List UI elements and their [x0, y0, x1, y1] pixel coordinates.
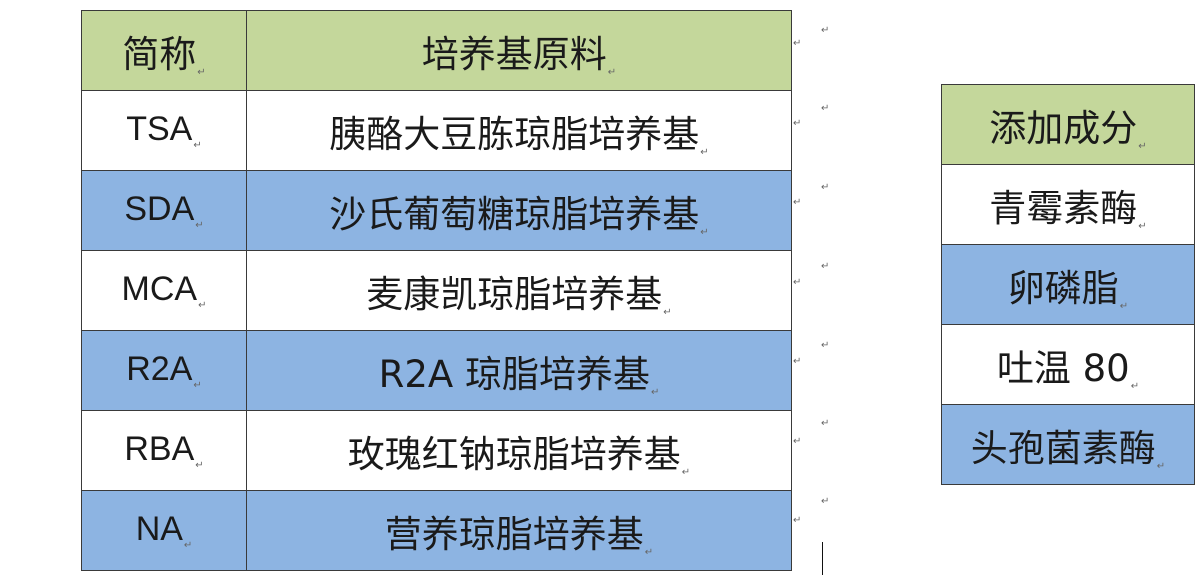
paragraph-mark: ↵: [821, 261, 830, 272]
abbr-cell[interactable]: SDA↵: [81, 170, 247, 251]
paragraph-mark: ↵: [821, 25, 830, 36]
cell-end-mark: ↵: [183, 540, 193, 551]
cell-end-mark: ↵: [663, 306, 672, 318]
header-additive: 添加成分: [989, 106, 1138, 150]
additive-name: 卵磷脂: [1007, 266, 1119, 310]
abbr-text: RBA: [124, 430, 195, 468]
additive-name: 头孢菌素酶: [970, 426, 1156, 470]
table-row: 青霉素酶↵: [941, 164, 1195, 245]
row-end-mark: ↵: [793, 197, 802, 208]
table-row: SDA↵ 沙氏葡萄糖琼脂培养基↵: [81, 170, 792, 251]
cell-end-mark: ↵: [193, 380, 202, 391]
cell-end-mark: ↵: [700, 146, 709, 158]
cell-end-mark: ↵: [195, 460, 204, 471]
cell-end-mark: ↵: [1138, 220, 1147, 232]
medium-name-cell[interactable]: 沙氏葡萄糖琼脂培养基↵: [246, 170, 792, 251]
table-row: 头孢菌素酶↵: [941, 404, 1195, 485]
row-end-mark: ↵: [793, 277, 802, 288]
cell-end-mark: ↵: [193, 140, 202, 151]
additive-table: 添加成分↵ 青霉素酶↵ 卵磷脂↵ 吐温 80↵ 头孢菌素酶↵: [941, 84, 1195, 485]
cell-end-mark: ↵: [700, 226, 709, 238]
additive-name: 吐温 80: [996, 346, 1130, 390]
row-end-mark: ↵: [793, 436, 802, 447]
abbr-text: SDA: [124, 190, 195, 228]
cell-end-mark: ↵: [1119, 300, 1129, 312]
header-materials: 培养基原料: [421, 32, 607, 76]
table-header-row: 简称↵ 培养基原料↵: [81, 10, 792, 91]
abbr-cell[interactable]: TSA↵: [81, 90, 247, 171]
abbr-cell[interactable]: MCA↵: [81, 250, 247, 331]
table-header-row: 添加成分↵: [941, 84, 1195, 165]
medium-name: 胰酪大豆胨琼脂培养基: [329, 112, 700, 156]
additive-name: 青霉素酶: [989, 186, 1138, 230]
cell-end-mark: ↵: [681, 466, 691, 478]
header-additive-cell[interactable]: 添加成分↵: [941, 84, 1195, 165]
cell-end-mark: ↵: [607, 66, 617, 78]
row-end-mark: ↵: [793, 38, 802, 49]
abbr-text: R2A: [126, 350, 193, 388]
medium-name-cell[interactable]: 玫瑰红钠琼脂培养基↵: [246, 410, 792, 491]
row-end-mark: ↵: [793, 118, 802, 129]
medium-name: R2A 琼脂培养基: [378, 352, 650, 396]
table-row: NA↵ 营养琼脂培养基↵: [81, 490, 792, 571]
additive-cell[interactable]: 吐温 80↵: [941, 324, 1195, 405]
abbr-text: NA: [135, 510, 183, 548]
medium-name: 营养琼脂培养基: [384, 512, 644, 556]
paragraph-mark: ↵: [821, 182, 830, 193]
paragraph-mark: ↵: [821, 418, 830, 429]
medium-name-cell[interactable]: 麦康凯琼脂培养基↵: [246, 250, 792, 331]
cell-end-mark: ↵: [644, 546, 654, 558]
cell-end-mark: ↵: [198, 300, 207, 311]
cell-end-mark: ↵: [1138, 140, 1147, 152]
table-row: MCA↵ 麦康凯琼脂培养基↵: [81, 250, 792, 331]
medium-table: 简称↵ 培养基原料↵ TSA↵ 胰酪大豆胨琼脂培养基↵ SDA↵ 沙氏葡萄糖琼脂…: [81, 10, 792, 571]
abbr-cell[interactable]: R2A↵: [81, 330, 247, 411]
paragraph-mark: ↵: [821, 496, 830, 507]
text-cursor: [822, 542, 823, 575]
header-abbr-cell[interactable]: 简称↵: [81, 10, 247, 91]
medium-name-cell[interactable]: R2A 琼脂培养基↵: [246, 330, 792, 411]
cell-end-mark: ↵: [650, 386, 660, 398]
cell-end-mark: ↵: [1156, 460, 1166, 472]
abbr-text: MCA: [121, 270, 198, 308]
header-materials-cell[interactable]: 培养基原料↵: [246, 10, 792, 91]
medium-name-cell[interactable]: 胰酪大豆胨琼脂培养基↵: [246, 90, 792, 171]
header-abbr: 简称: [122, 32, 197, 76]
cell-end-mark: ↵: [195, 220, 204, 231]
abbr-cell[interactable]: NA↵: [81, 490, 247, 571]
paragraph-mark: ↵: [821, 103, 830, 114]
table-row: TSA↵ 胰酪大豆胨琼脂培养基↵: [81, 90, 792, 171]
table-row: R2A↵ R2A 琼脂培养基↵: [81, 330, 792, 411]
row-end-mark: ↵: [793, 356, 802, 367]
abbr-text: TSA: [126, 110, 193, 148]
paragraph-mark: ↵: [821, 340, 830, 351]
table-row: RBA↵ 玫瑰红钠琼脂培养基↵: [81, 410, 792, 491]
abbr-cell[interactable]: RBA↵: [81, 410, 247, 491]
additive-cell[interactable]: 卵磷脂↵: [941, 244, 1195, 325]
row-end-mark: ↵: [793, 515, 802, 526]
additive-cell[interactable]: 头孢菌素酶↵: [941, 404, 1195, 485]
medium-name: 麦康凯琼脂培养基: [366, 272, 663, 316]
medium-name: 沙氏葡萄糖琼脂培养基: [329, 192, 700, 236]
additive-cell[interactable]: 青霉素酶↵: [941, 164, 1195, 245]
cell-end-mark: ↵: [1130, 380, 1140, 392]
table-row: 吐温 80↵: [941, 324, 1195, 405]
table-row: 卵磷脂↵: [941, 244, 1195, 325]
cell-end-mark: ↵: [197, 66, 206, 78]
medium-name: 玫瑰红钠琼脂培养基: [347, 432, 681, 476]
medium-name-cell[interactable]: 营养琼脂培养基↵: [246, 490, 792, 571]
